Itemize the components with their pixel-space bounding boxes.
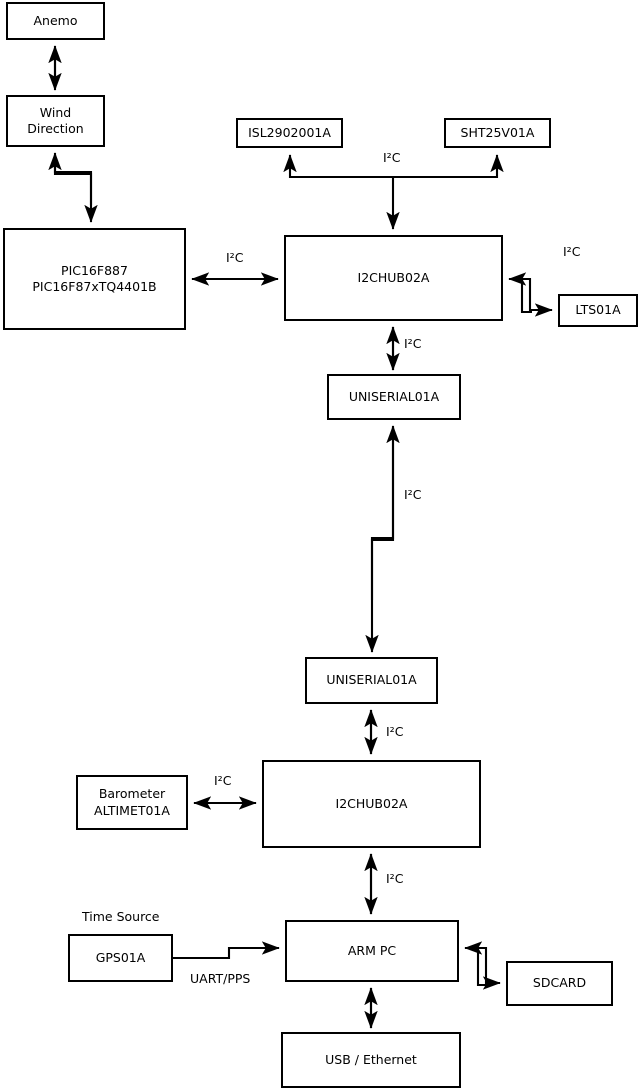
edge-label-i2c-barometer-hub2: I²C bbox=[214, 773, 232, 788]
edge-hub-lts-out bbox=[510, 277, 553, 317]
node-isl2902001a[interactable]: ISL2902001A bbox=[236, 118, 343, 148]
node-wind-direction-label: Wind Direction bbox=[27, 104, 84, 137]
edge-uniserial-link-down bbox=[365, 427, 395, 653]
node-lts01a-label: LTS01A bbox=[575, 302, 621, 318]
node-i2chub02a-top-label: I2CHUB02A bbox=[357, 269, 430, 285]
node-uniserial01a-bottom-label: UNISERIAL01A bbox=[326, 672, 417, 688]
edge-bus-isl bbox=[283, 154, 393, 179]
node-uniserial01a-top[interactable]: UNISERIAL01A bbox=[327, 374, 461, 420]
edge-armpc-sdcard-out bbox=[466, 946, 501, 990]
node-usb-ethernet[interactable]: USB / Ethernet bbox=[281, 1032, 461, 1088]
node-barometer-altimet01a-label: Barometer ALTIMET01A bbox=[94, 786, 170, 818]
node-i2chub02a-top[interactable]: I2CHUB02A bbox=[284, 235, 503, 321]
edge-label-i2c-hub2-armpc: I²C bbox=[386, 871, 404, 886]
node-sht25v01a-label: SHT25V01A bbox=[460, 124, 535, 140]
label-time-source: Time Source bbox=[82, 909, 160, 924]
edge-label-i2c-hub-uniserial: I²C bbox=[404, 336, 422, 351]
edge-lts-hub-in bbox=[508, 272, 532, 314]
node-arm-pc-label: ARM PC bbox=[347, 942, 397, 958]
node-i2chub02a-bottom[interactable]: I2CHUB02A bbox=[262, 760, 481, 848]
node-sdcard[interactable]: SDCARD bbox=[506, 961, 613, 1006]
node-uniserial01a-bottom[interactable]: UNISERIAL01A bbox=[305, 657, 438, 704]
node-wind-direction[interactable]: Wind Direction bbox=[6, 95, 105, 147]
edge-label-i2c-hub-sensors: I²C bbox=[383, 150, 401, 165]
edge-wind-pic-down bbox=[53, 155, 98, 223]
node-pic-mcu[interactable]: PIC16F887 PIC16F87xTQ4401B bbox=[3, 228, 186, 330]
node-usb-ethernet-label: USB / Ethernet bbox=[325, 1051, 417, 1067]
edge-gps-armpc bbox=[173, 941, 280, 960]
node-gps01a[interactable]: GPS01A bbox=[68, 934, 173, 982]
node-pic-mcu-label: PIC16F887 PIC16F87xTQ4401B bbox=[32, 262, 157, 295]
node-lts01a[interactable]: LTS01A bbox=[558, 294, 638, 327]
edge-pic-wind-up bbox=[48, 152, 93, 205]
node-uniserial01a-top-label: UNISERIAL01A bbox=[348, 388, 440, 404]
edge-sdcard-armpc-in bbox=[464, 941, 488, 987]
node-sdcard-label: SDCARD bbox=[532, 975, 587, 991]
node-anemo[interactable]: Anemo bbox=[6, 2, 105, 40]
edge-label-uart-pps: UART/PPS bbox=[190, 971, 251, 986]
node-i2chub02a-bottom-label: I2CHUB02A bbox=[335, 795, 408, 811]
edge-label-i2c-pic-hub: I²C bbox=[226, 250, 244, 265]
edge-label-i2c-uniserial-link: I²C bbox=[404, 487, 422, 502]
edge-uniserial-link-up bbox=[370, 425, 400, 600]
node-anemo-label: Anemo bbox=[33, 12, 78, 28]
node-gps01a-label: GPS01A bbox=[95, 949, 146, 965]
node-arm-pc[interactable]: ARM PC bbox=[285, 920, 459, 982]
edge-label-i2c-hub-lts: I²C bbox=[563, 244, 581, 259]
node-barometer-altimet01a[interactable]: Barometer ALTIMET01A bbox=[76, 775, 188, 830]
node-isl2902001a-label: ISL2902001A bbox=[248, 124, 331, 140]
edge-label-i2c-uniserial-hub2: I²C bbox=[386, 724, 404, 739]
edge-bus-sht bbox=[393, 154, 504, 179]
node-sht25v01a[interactable]: SHT25V01A bbox=[444, 118, 551, 148]
